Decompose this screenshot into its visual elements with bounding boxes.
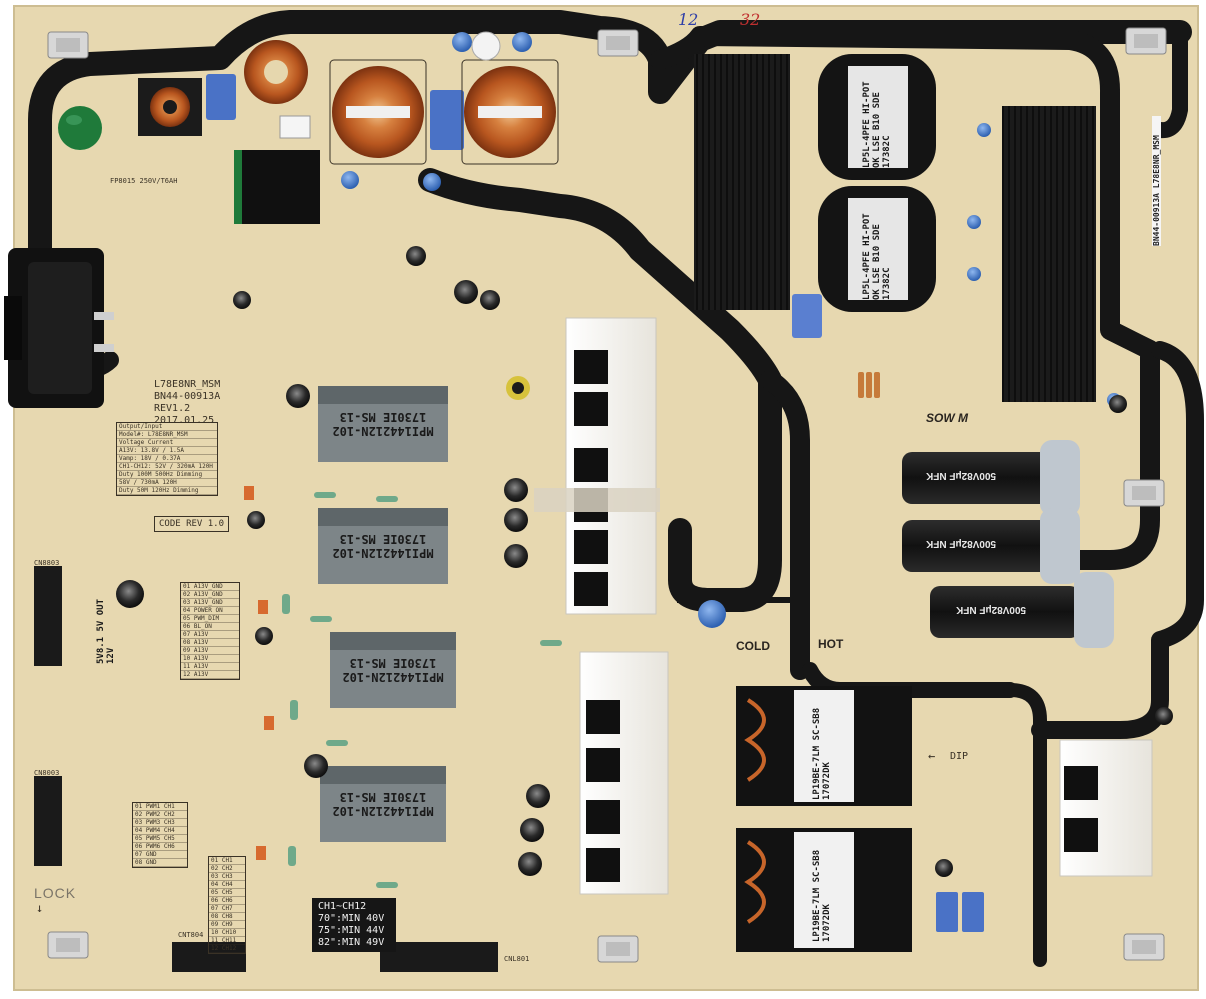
small-electrolytic-capacitors bbox=[116, 246, 1173, 877]
hot-label: HOT bbox=[818, 637, 844, 651]
board-model-label: L78E8NR_MSM bbox=[154, 379, 221, 390]
vertical-output-label: 5V8.1 5V OUT 12V bbox=[96, 598, 116, 664]
board-part-number-label: BN44-00913A bbox=[154, 391, 221, 402]
toroid-inductor-1 bbox=[244, 40, 308, 104]
bulk-capacitors bbox=[902, 440, 1114, 648]
bulk-cap-label-2: 500V82μF NFK bbox=[926, 538, 997, 549]
llc-transformer-2 bbox=[736, 828, 912, 952]
connector-label-cn8803: CN8803 bbox=[34, 559, 60, 567]
connector-label-cnl801: CNL801 bbox=[504, 955, 530, 963]
llc-transformer-label-2: LP19BE-7LM SC-SB8 17072DK bbox=[812, 849, 832, 942]
board-connectors bbox=[34, 566, 498, 972]
dip-label: DIP bbox=[950, 751, 969, 762]
x-capacitor bbox=[206, 74, 236, 120]
heatsink-llc bbox=[1002, 106, 1096, 402]
relay bbox=[234, 150, 320, 224]
board-revision-label: REV1.2 bbox=[154, 403, 191, 414]
board-date-label: 2017.01.25 bbox=[154, 415, 215, 426]
bulk-cap-label-1: 500V82μF NFK bbox=[926, 470, 997, 481]
connector-label-cn8003: CN8003 bbox=[34, 769, 60, 777]
dip-arrow-icon: ← bbox=[928, 749, 936, 763]
llc-transformer-label-1: LP19BE-7LM SC-SB8 17072DK bbox=[812, 707, 832, 800]
mounting-clips bbox=[47, 27, 1167, 963]
toroid-inductor-2 bbox=[329, 59, 427, 165]
varistor bbox=[58, 106, 102, 150]
led-driver-transformers bbox=[318, 404, 456, 842]
brand-label: SOW M bbox=[926, 411, 968, 425]
axial-resistors bbox=[282, 492, 562, 888]
ceramic-disc-capacitors bbox=[341, 32, 1121, 628]
toroid-inductor-3 bbox=[461, 59, 559, 165]
mosfet-bracket-upper bbox=[565, 317, 657, 615]
mosfet-bracket-lower bbox=[579, 651, 669, 895]
handwritten-mark-left: 12 bbox=[678, 10, 699, 29]
pfc-inductor-2 bbox=[818, 186, 936, 312]
vertical-part-sticker: BN44-00913A L78E8NR_MSM bbox=[1152, 116, 1161, 246]
led-voltage-spec-box: CH1~CH12 70":MIN 40V 75":MIN 44V 82":MIN… bbox=[312, 898, 396, 952]
cold-label: COLD bbox=[736, 639, 770, 653]
code-rev-label: CODE REV 1.0 bbox=[154, 516, 230, 532]
llc-transformer-1 bbox=[736, 686, 912, 806]
handwritten-mark-right: 32 bbox=[740, 10, 761, 29]
ac-inlet-connector bbox=[4, 248, 114, 408]
pfc-coil-label-1: LP5L-4PFE HI-POT OK LSE B10 SDE 17382C bbox=[862, 81, 892, 168]
connector-label-cnt804: CNT804 bbox=[178, 931, 204, 939]
lock-label: LOCK bbox=[34, 885, 77, 901]
fuse-label: FP8015 250V/T6AH bbox=[110, 177, 178, 185]
pfc-inductor-1 bbox=[818, 54, 936, 180]
isolation-line bbox=[677, 530, 803, 660]
lock-arrow-icon: ↓ bbox=[36, 901, 44, 915]
bulk-cap-label-3: 500V82μF NFK bbox=[956, 604, 1027, 615]
heatsink-pfc bbox=[694, 54, 790, 310]
pfc-coil-label-2: LP5L-4PFE HI-POT OK LSE B10 SDE 17382C bbox=[862, 213, 892, 300]
mosfet-bracket-right bbox=[1059, 739, 1153, 877]
copper-traces bbox=[13, 10, 1204, 967]
